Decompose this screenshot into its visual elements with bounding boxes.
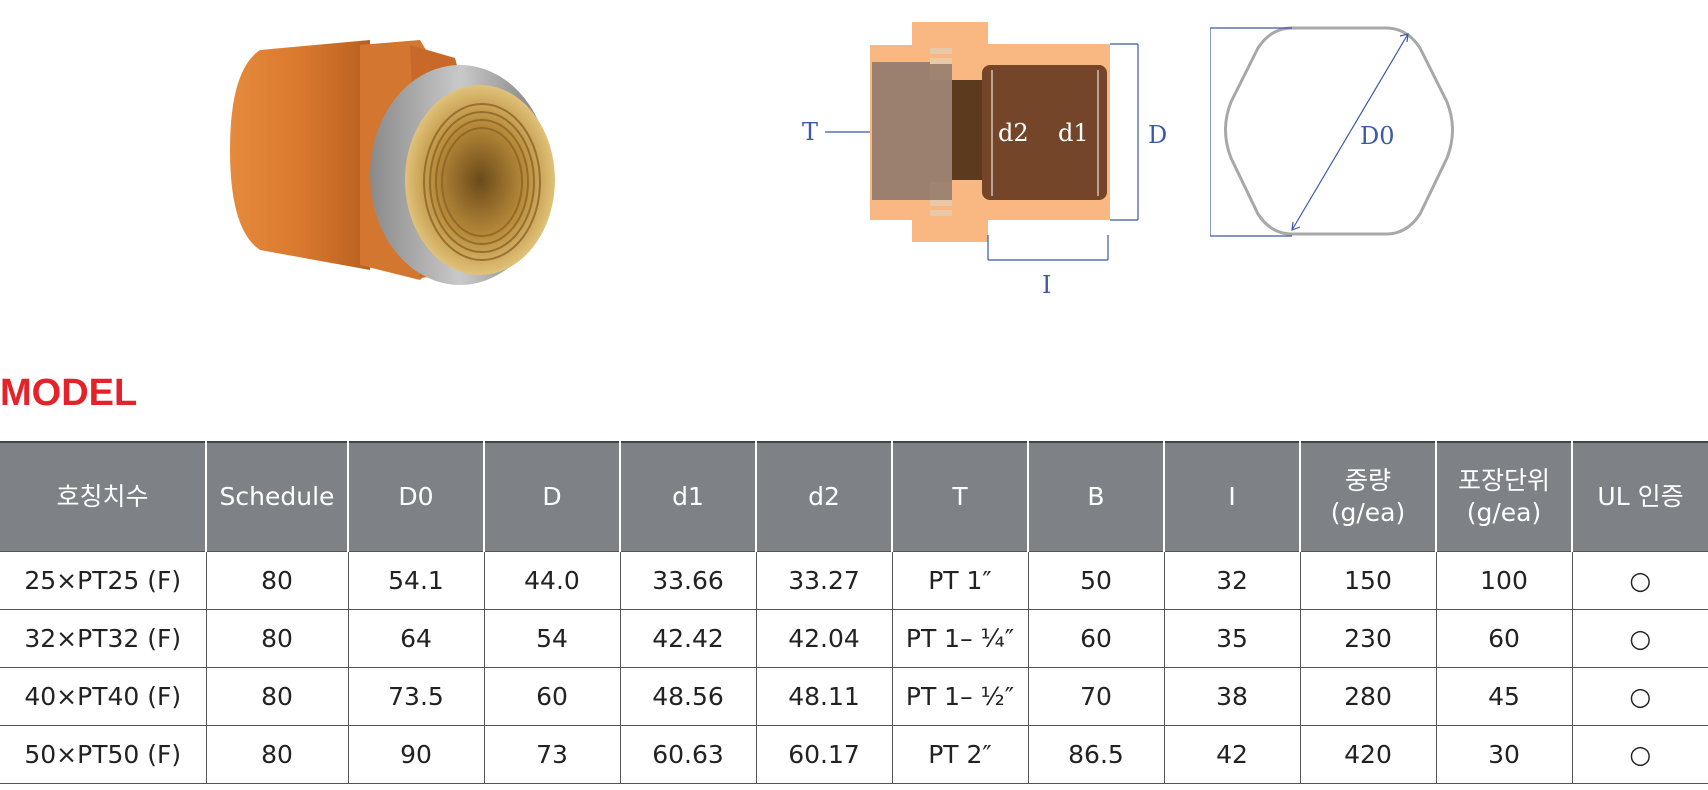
column-header-label: d2 [808, 481, 840, 511]
column-header-label: (g/ea) [1330, 498, 1406, 527]
label-d2: d2 [998, 119, 1029, 147]
table-cell: PT 1– ½″ [891, 667, 1028, 726]
table-cell: 420 [1299, 725, 1436, 784]
column-header: d1 [619, 442, 756, 552]
cross-section-diagram: T d2 d1 D I [780, 10, 1200, 320]
column-header-label: I [1228, 481, 1236, 511]
table-cell: 42.04 [755, 609, 892, 668]
table-cell: ○ [1571, 609, 1708, 668]
table-cell: 48.11 [755, 667, 892, 726]
table-cell: 32 [1163, 551, 1300, 610]
table-cell: 45 [1435, 667, 1572, 726]
table-cell: 60 [483, 667, 620, 726]
table-cell: 60 [1435, 609, 1572, 668]
column-header-label: Schedule [219, 481, 335, 511]
column-header: D0 [347, 442, 484, 552]
table-cell: 73 [483, 725, 620, 784]
table-cell: 54.1 [347, 551, 484, 610]
table-cell: 50×PT50 (F) [0, 725, 206, 784]
table-cell: 80 [205, 725, 348, 784]
label-T: T [802, 118, 818, 146]
table-cell: 42 [1163, 725, 1300, 784]
table-cell: 48.56 [619, 667, 756, 726]
hexagon-diagram: B D0 [1184, 10, 1570, 280]
column-header: I [1163, 442, 1300, 552]
column-header-label: (g/ea) [1466, 498, 1542, 527]
table-cell: 38 [1163, 667, 1300, 726]
column-header-label: UL 인증 [1597, 481, 1684, 511]
column-header-label: D [542, 481, 562, 511]
column-header-label: D0 [398, 481, 434, 511]
label-d1: d1 [1058, 119, 1089, 147]
product-photo [220, 10, 580, 310]
column-header: UL 인증 [1571, 442, 1708, 552]
table-cell: ○ [1571, 667, 1708, 726]
table-cell: 150 [1299, 551, 1436, 610]
column-header: d2 [755, 442, 892, 552]
table-cell: 50 [1027, 551, 1164, 610]
column-header: 포장단위 (g/ea) [1435, 442, 1572, 552]
table-cell: 33.27 [755, 551, 892, 610]
table-cell: 80 [205, 667, 348, 726]
label-D0: D0 [1360, 122, 1395, 150]
table-cell: 80 [205, 609, 348, 668]
table-cell: 54 [483, 609, 620, 668]
table-cell: 70 [1027, 667, 1164, 726]
column-header-label: 호칭치수 [56, 481, 149, 511]
table-cell: 42.42 [619, 609, 756, 668]
table-cell: 90 [347, 725, 484, 784]
table-cell: 64 [347, 609, 484, 668]
column-header-label: B [1087, 481, 1105, 511]
table-cell: 25×PT25 (F) [0, 551, 206, 610]
table-cell: 230 [1299, 609, 1436, 668]
column-header-label: 포장단위 [1457, 465, 1550, 495]
table-cell: 60.17 [755, 725, 892, 784]
fitting-photo-icon [230, 40, 555, 285]
table-cell: 35 [1163, 609, 1300, 668]
table-cell: 33.66 [619, 551, 756, 610]
table-cell: PT 1– ¼″ [891, 609, 1028, 668]
column-header: Schedule [205, 442, 348, 552]
table-cell: 40×PT40 (F) [0, 667, 206, 726]
column-header: T [891, 442, 1028, 552]
table-cell: 60.63 [619, 725, 756, 784]
table-cell: 80 [205, 551, 348, 610]
table-cell: 100 [1435, 551, 1572, 610]
table-cell: 32×PT32 (F) [0, 609, 206, 668]
table-cell: 60 [1027, 609, 1164, 668]
label-I: I [1042, 271, 1051, 299]
label-D: D [1148, 121, 1167, 149]
table-cell: 30 [1435, 725, 1572, 784]
column-header-label: 중량 [1344, 465, 1391, 495]
table-cell: 73.5 [347, 667, 484, 726]
table-cell: ○ [1571, 725, 1708, 784]
model-title: MODEL [0, 372, 138, 414]
column-header-label: T [952, 481, 968, 511]
table-cell: PT 2″ [891, 725, 1028, 784]
column-header: 중량 (g/ea) [1299, 442, 1436, 552]
column-header-label: d1 [672, 481, 704, 511]
table-cell: ○ [1571, 551, 1708, 610]
column-header: D [483, 442, 620, 552]
table-cell: 86.5 [1027, 725, 1164, 784]
table-cell: PT 1″ [891, 551, 1028, 610]
column-header: 호칭치수 [0, 442, 206, 552]
table-cell: 44.0 [483, 551, 620, 610]
column-header: B [1027, 442, 1164, 552]
table-cell: 280 [1299, 667, 1436, 726]
